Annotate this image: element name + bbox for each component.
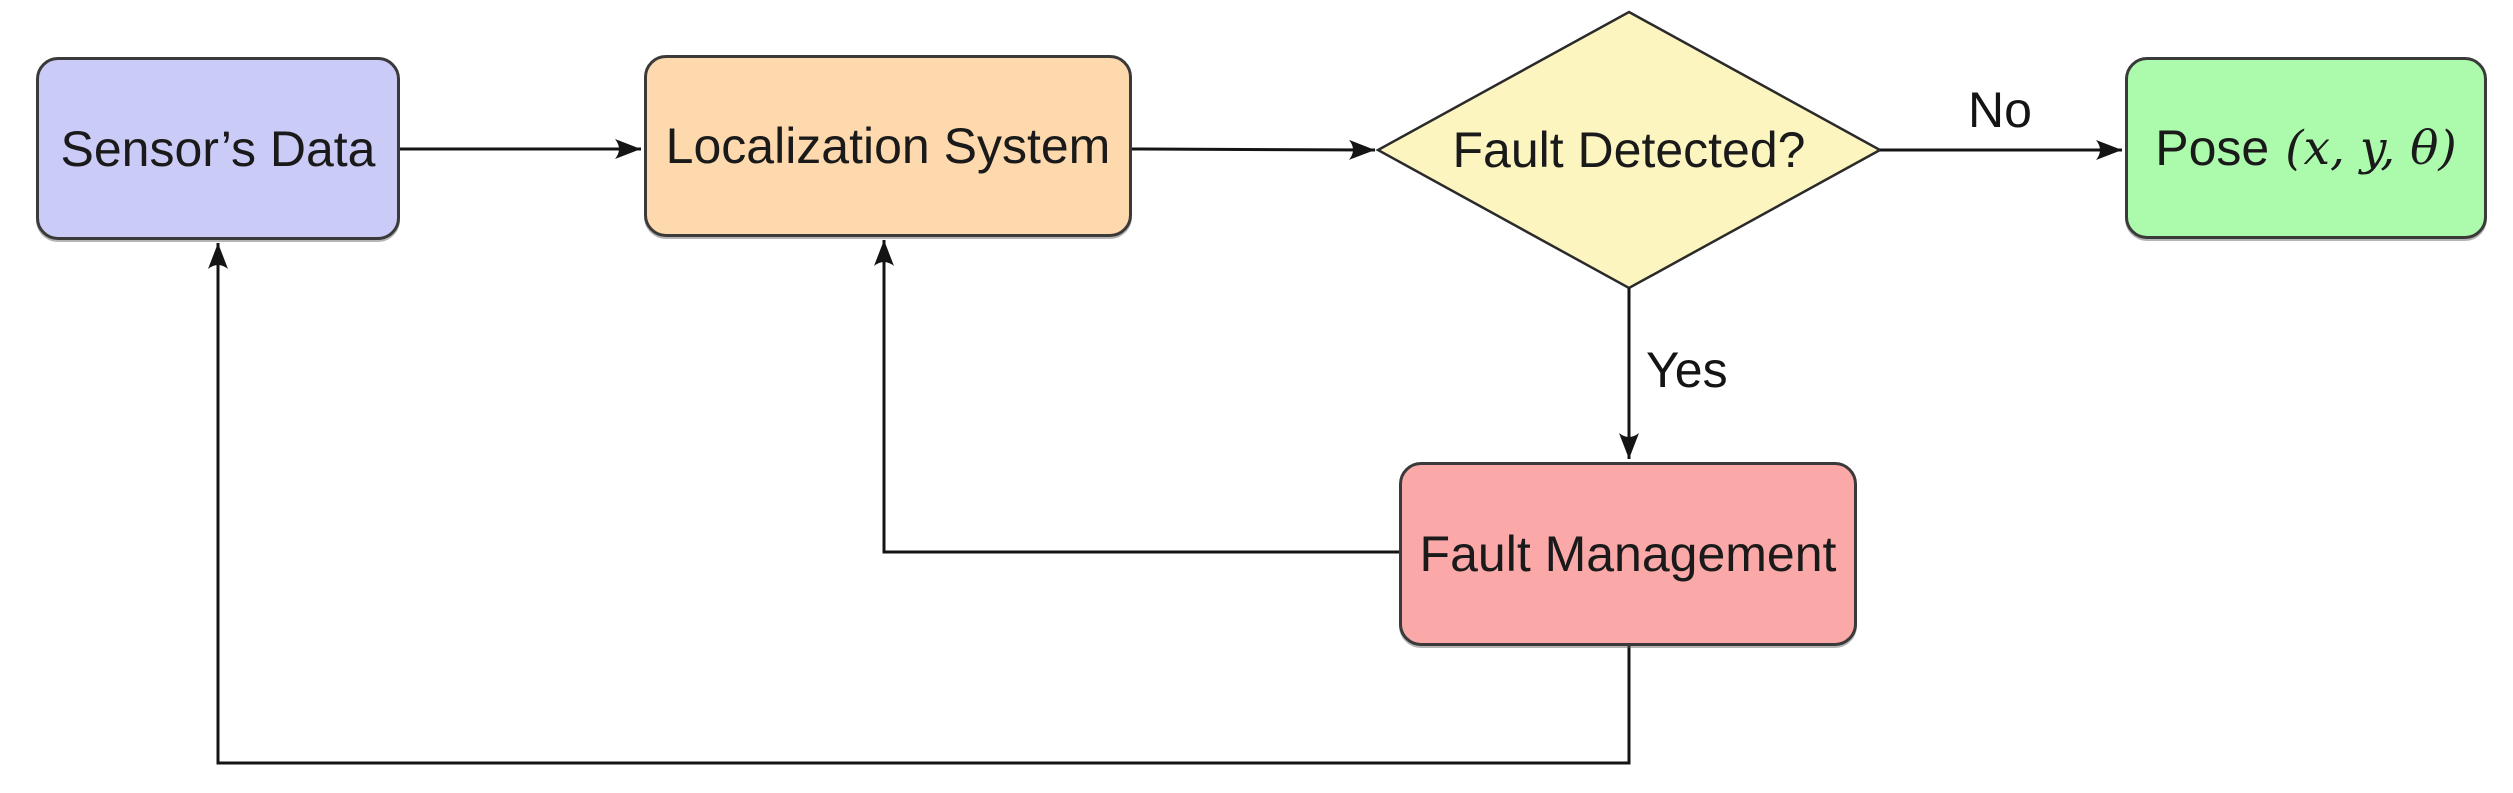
node-sensor-data: Sensor’s Data <box>36 57 400 240</box>
node-fault-management-label: Fault Management <box>1419 526 1837 582</box>
node-fault-management: Fault Management <box>1399 462 1857 646</box>
node-pose-output-label: Pose <box>2155 120 2270 176</box>
decision-fault-detected-label: Fault Detected? <box>1452 122 1806 178</box>
edge-label-no: No <box>1968 82 2032 138</box>
edge-label-yes: Yes <box>1646 342 1728 398</box>
node-localization-system: Localization System <box>644 55 1132 237</box>
node-sensor-data-label: Sensor’s Data <box>60 120 376 177</box>
decision-fault-detected-label-wrap: Fault Detected? <box>1378 124 1880 176</box>
node-localization-system-label: Localization System <box>665 118 1111 174</box>
node-pose-output: Pose (x, y, θ) <box>2125 57 2487 239</box>
edge-fault-management-to-localization <box>874 240 1399 554</box>
edge-localization-to-fault-detected <box>1131 139 1376 160</box>
node-pose-output-math: (x, y, θ) <box>2285 120 2457 176</box>
edge-fault-management-to-sensor <box>208 243 1631 765</box>
